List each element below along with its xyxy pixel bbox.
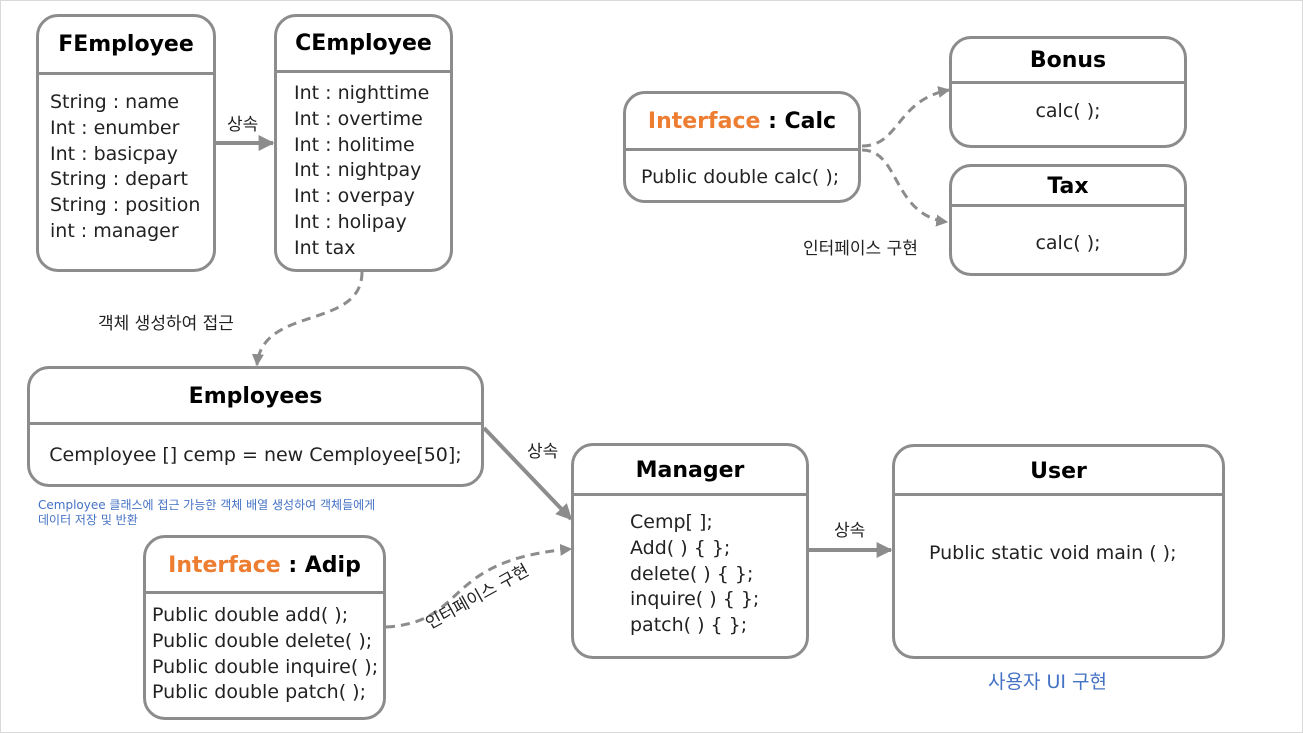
- class-user-title: User: [895, 447, 1222, 496]
- field-position: String : position: [50, 194, 201, 217]
- interface-calc-title: Interface : Calc: [626, 94, 858, 151]
- class-cemployee-title: CEmployee: [277, 17, 450, 73]
- class-manager-title: Manager: [574, 446, 806, 496]
- method-bonus-calc: calc( );: [1035, 100, 1101, 122]
- label-inherit-manager-user: 상속: [834, 521, 866, 541]
- method-inquire: Public double inquire( );: [152, 655, 379, 678]
- field-overtime: Int : overtime: [294, 107, 423, 130]
- class-bonus: Bonus calc( );: [949, 36, 1187, 148]
- class-user-methods: Public static void main ( );: [895, 541, 1222, 656]
- class-manager: Manager Cemp[ ]; Add( ) { }; delete( ) {…: [571, 443, 809, 659]
- field-name: String : name: [50, 91, 180, 113]
- field-holitime: Int : holitime: [294, 133, 415, 156]
- label-access: 객체 생성하여 접근: [98, 314, 234, 334]
- field-basicpay: Int : basicpay: [50, 142, 178, 165]
- method-delete: Public double delete( );: [152, 629, 373, 652]
- interface-adip-name: : Adip: [280, 553, 361, 578]
- class-bonus-methods: calc( );: [952, 84, 1184, 145]
- class-employees-title: Employees: [30, 369, 481, 425]
- method-delete: delete( ) { };: [630, 562, 754, 585]
- class-cemployee-fields: Int : nighttime Int : overtime Int : hol…: [277, 81, 450, 269]
- field-nightpay: Int : nightpay: [294, 159, 422, 182]
- method-tax-calc: calc( );: [1035, 232, 1101, 254]
- class-femployee: FEmployee String : name Int : enumber In…: [36, 14, 216, 272]
- class-employees: Employees Cemployee [] cemp = new Cemplo…: [27, 366, 484, 487]
- field-tax: Int tax: [294, 236, 356, 259]
- interface-adip-methods: Public double add( ); Public double dele…: [146, 603, 383, 717]
- user-note: 사용자 UI 구현: [988, 671, 1107, 693]
- field-enumber: Int : enumber: [50, 116, 180, 139]
- label-inherit-femployee-cemployee: 상속: [227, 115, 259, 135]
- method-main: Public static void main ( );: [929, 542, 1177, 564]
- method-add: Add( ) { };: [630, 536, 731, 559]
- interface-keyword: Interface: [647, 109, 761, 134]
- interface-adip-title: Interface : Adip: [146, 538, 383, 594]
- class-manager-methods: Cemp[ ]; Add( ) { }; delete( ) { }; inqu…: [574, 510, 806, 656]
- interface-keyword: Interface: [168, 553, 281, 578]
- class-user: User Public static void main ( );: [892, 444, 1225, 659]
- employees-note-line1: Cemployee 클래스에 접근 가능한 객체 배열 생성하여 객체들에게: [38, 498, 376, 512]
- interface-adip: Interface : Adip Public double add( ); P…: [143, 535, 386, 720]
- class-tax: Tax calc( );: [949, 164, 1187, 276]
- class-tax-methods: calc( );: [952, 207, 1184, 273]
- method-calc: Public double calc( );: [641, 166, 840, 188]
- employees-note: Cemployee 클래스에 접근 가능한 객체 배열 생성하여 객체들에게 데…: [38, 498, 375, 528]
- field-depart: String : depart: [50, 168, 188, 191]
- interface-calc-methods: Public double calc( );: [626, 151, 858, 200]
- class-tax-title: Tax: [952, 167, 1184, 207]
- interface-calc-name: : Calc: [760, 109, 837, 134]
- method-inquire: inquire( ) { };: [630, 588, 760, 611]
- class-cemployee: CEmployee Int : nighttime Int : overtime…: [274, 14, 453, 272]
- interface-calc: Interface : Calc Public double calc( );: [623, 91, 861, 203]
- field-overpay: Int : overpay: [294, 185, 415, 208]
- field-holipay: Int : holipay: [294, 210, 407, 233]
- field-manager: int : manager: [50, 219, 179, 242]
- method-cemp: Cemp[ ];: [630, 511, 713, 533]
- class-femployee-fields: String : name Int : enumber Int : basicp…: [39, 90, 213, 269]
- field-cemp-array: Cemployee [] cemp = new Cemployee[50];: [49, 444, 462, 466]
- class-femployee-title: FEmployee: [39, 17, 213, 75]
- class-bonus-title: Bonus: [952, 39, 1184, 84]
- method-add: Public double add( );: [152, 604, 349, 626]
- employees-note-line2: 데이터 저장 및 반환: [38, 513, 138, 527]
- label-inherit-employees-manager: 상속: [527, 442, 559, 462]
- label-impl-calc: 인터페이스 구현: [803, 239, 918, 259]
- field-nighttime: Int : nighttime: [294, 82, 430, 104]
- class-employees-fields: Cemployee [] cemp = new Cemployee[50];: [30, 425, 481, 484]
- method-patch: Public double patch( );: [152, 681, 366, 704]
- method-patch: patch( ) { };: [630, 614, 748, 637]
